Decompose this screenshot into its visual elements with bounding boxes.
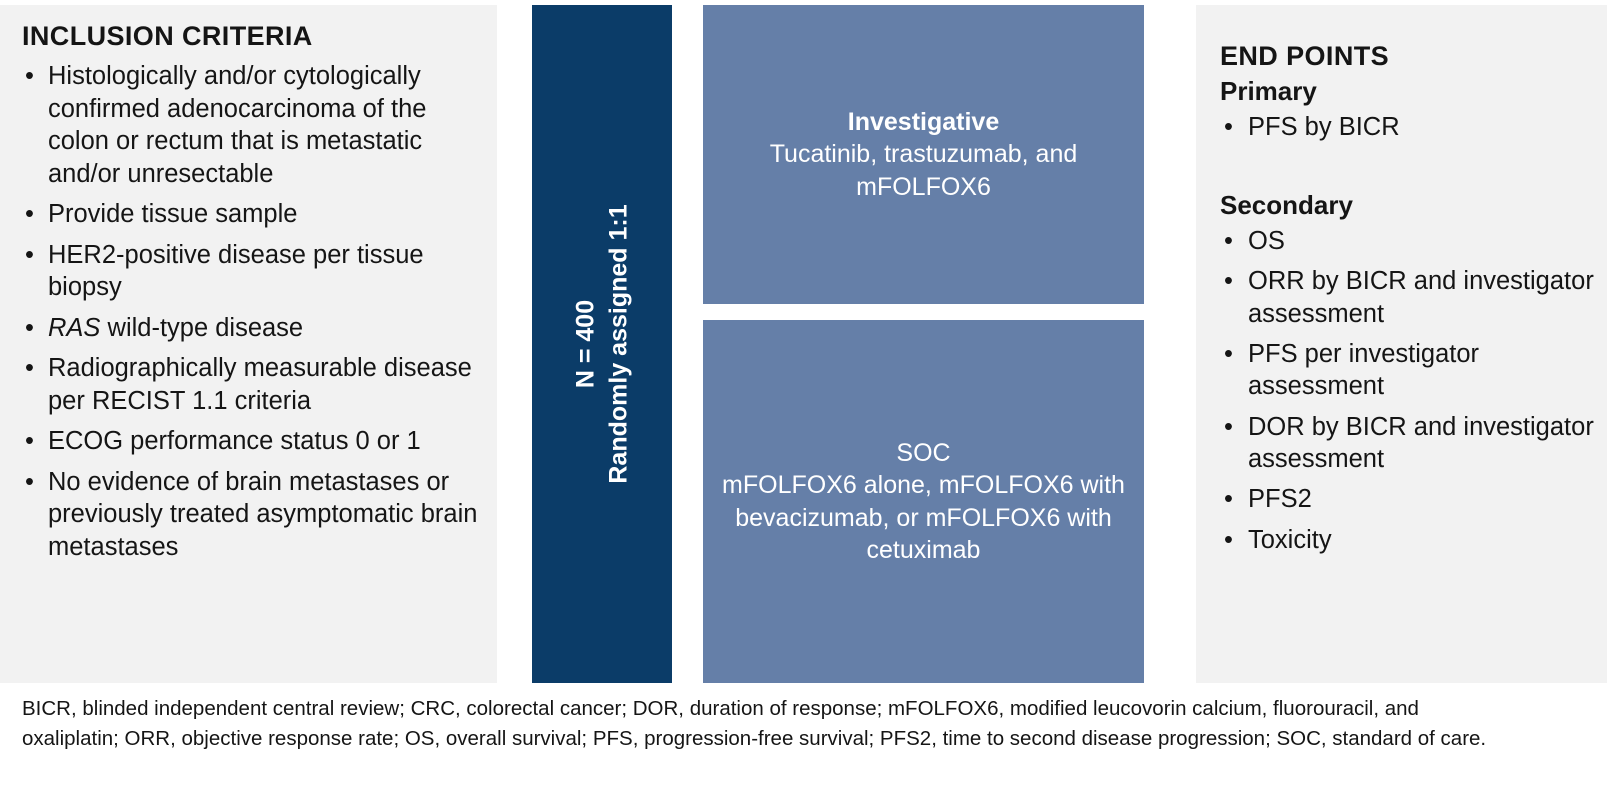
randomization-label: N = 400 Randomly assigned 1:1 (570, 204, 635, 483)
list-item: DOR by BICR and investigator assessment (1220, 411, 1595, 476)
inclusion-criteria-heading: INCLUSION CRITERIA (22, 21, 313, 51)
end-points-panel: END POINTS Primary PFS by BICR Secondary… (1196, 5, 1607, 683)
list-item: ORR by BICR and investigator assessment (1220, 265, 1595, 330)
list-item: Radiographically measurable disease per … (22, 352, 483, 417)
endpoint-text: PFS per investigator assessment (1248, 339, 1480, 401)
list-item: Histologically and/or cytologically conf… (22, 60, 483, 190)
list-item: HER2-positive disease per tissue biopsy (22, 239, 483, 304)
abbreviations-footnote: BICR, blinded independent central review… (22, 694, 1608, 753)
end-points-heading: END POINTS (1220, 41, 1390, 71)
treatment-arm-investigative: Investigative Tucatinib, trastuzumab, an… (703, 5, 1144, 304)
endpoint-text: PFS by BICR (1248, 113, 1400, 142)
list-item: PFS2 (1220, 483, 1595, 516)
list-item: Provide tissue sample (22, 198, 483, 231)
treatment-arm-soc: SOC mFOLFOX6 alone, mFOLFOX6 with bevaci… (703, 320, 1144, 683)
criterion-text: Provide tissue sample (48, 200, 298, 229)
list-item: No evidence of brain metastases or previ… (22, 466, 483, 564)
list-item: PFS by BICR (1220, 111, 1595, 144)
randomization-sample-size: N = 400 (571, 299, 600, 389)
secondary-endpoints-list: OS ORR by BICR and investigator assessme… (1220, 225, 1595, 557)
primary-endpoints-list: PFS by BICR (1220, 111, 1595, 144)
criterion-text: wild-type disease (100, 313, 304, 342)
endpoint-text: DOR by BICR and investigator assessment (1248, 412, 1594, 474)
randomization-bar: N = 400 Randomly assigned 1:1 (532, 5, 672, 683)
footnote-line-1: BICR, blinded independent central review… (22, 697, 1419, 720)
trial-design-diagram: INCLUSION CRITERIA Histologically and/or… (0, 5, 1620, 683)
endpoint-text: Toxicity (1248, 525, 1332, 554)
endpoint-text: PFS2 (1248, 485, 1312, 514)
secondary-endpoints-label: Secondary (1220, 189, 1353, 220)
list-item: Toxicity (1220, 524, 1595, 557)
list-item: PFS per investigator assessment (1220, 338, 1595, 403)
list-item: OS (1220, 225, 1595, 258)
arm-title: SOC (896, 438, 951, 467)
primary-endpoints-label: Primary (1220, 76, 1317, 107)
criterion-gene-emphasis: RAS (48, 313, 101, 342)
criterion-text: HER2-positive disease per tissue biopsy (48, 240, 424, 302)
arm-title: Investigative (847, 107, 1000, 136)
arm-description: Tucatinib, trastuzumab, and mFOLFOX6 (769, 140, 1078, 201)
criterion-text: Radiographically measurable disease per … (48, 354, 472, 415)
arm-description: mFOLFOX6 alone, mFOLFOX6 with bevacizuma… (722, 471, 1125, 564)
footnote-line-2: oxaliplatin; ORR, objective response rat… (22, 726, 1487, 750)
criterion-text: No evidence of brain metastases or previ… (48, 467, 478, 561)
inclusion-criteria-list: Histologically and/or cytologically conf… (22, 60, 483, 563)
inclusion-criteria-panel: INCLUSION CRITERIA Histologically and/or… (0, 5, 497, 683)
criterion-text: ECOG performance status 0 or 1 (48, 427, 421, 456)
endpoint-text: OS (1248, 226, 1285, 255)
list-item: RAS wild-type disease (22, 312, 483, 345)
endpoint-text: ORR by BICR and investigator assessment (1248, 267, 1594, 328)
randomization-ratio: Randomly assigned 1:1 (604, 204, 632, 484)
criterion-text: Histologically and/or cytologically conf… (48, 62, 427, 188)
list-item: ECOG performance status 0 or 1 (22, 425, 483, 458)
